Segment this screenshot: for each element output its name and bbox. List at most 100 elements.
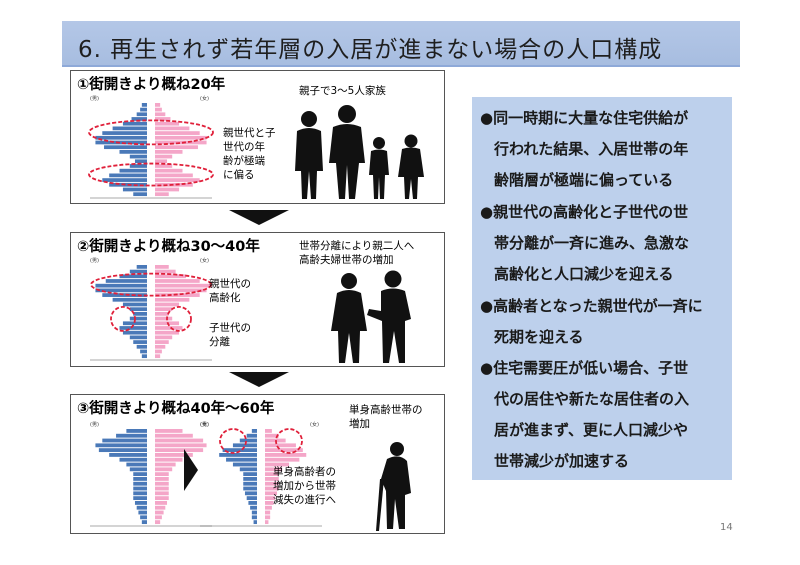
female-bar <box>155 501 168 505</box>
panel-1-caption: 親子で3～5人家族 <box>299 85 386 97</box>
male-bar <box>122 330 147 335</box>
male-bar <box>243 486 257 491</box>
female-bar <box>155 448 204 453</box>
female-bar <box>155 340 169 344</box>
note-line: 減失の進行へ <box>273 494 336 506</box>
male-bar <box>226 457 257 462</box>
female-bar <box>155 515 162 520</box>
female-bar <box>155 117 171 121</box>
highlight-circle <box>219 428 247 454</box>
male-bar <box>95 288 147 293</box>
female-bar <box>265 477 279 481</box>
male-bar <box>122 121 147 126</box>
female-bar <box>155 491 169 496</box>
female-bar <box>155 164 173 168</box>
female-bar <box>155 335 173 340</box>
female-bar <box>155 330 180 335</box>
male-bar <box>243 481 257 486</box>
female-bar <box>265 448 303 453</box>
highlight-circle <box>90 272 212 297</box>
male-bar <box>134 501 147 505</box>
male-bar <box>122 321 147 326</box>
male-bar <box>102 438 147 443</box>
female-bar <box>155 173 193 178</box>
female-axis-label: (女) <box>200 257 209 264</box>
male-bar <box>95 135 147 140</box>
caption-line: 増加 <box>349 418 370 430</box>
note-line: 増加から世帯 <box>273 480 336 492</box>
male-bar <box>134 159 147 164</box>
female-bar <box>265 457 300 462</box>
panel-2-title: ②街開きより概ね30～40年 <box>77 239 260 255</box>
female-bar <box>155 496 169 501</box>
male-bar <box>131 117 147 121</box>
male-bar <box>239 467 257 472</box>
caption-line: 高齢夫婦世帯の増加 <box>299 254 394 266</box>
panel-3-caption: 単身高齢世帯の 増加 <box>349 403 423 431</box>
female-bar <box>155 349 162 354</box>
male-bar <box>112 126 147 131</box>
bullet-line: 代の居住や新たな居住者の入 <box>494 390 690 408</box>
male-bar <box>102 131 147 135</box>
female-bar <box>155 297 190 302</box>
female-axis-label: (女) <box>310 421 319 428</box>
female-bar <box>155 462 176 467</box>
bullet-line: 高齢化と人口減少を迎える <box>494 265 674 283</box>
title-bar: 6. 再生されず若年層の入居が進まない場合の人口構成 <box>62 21 740 67</box>
panel-2: ②街開きより概ね30～40年 (男)(女) 親世代の 高齢化 子世代の 分離 世… <box>70 232 445 367</box>
female-bar <box>155 344 166 349</box>
female-bar <box>265 491 278 496</box>
female-bar <box>155 159 168 164</box>
female-bar <box>155 112 166 117</box>
caption-line: 単身高齢世帯の <box>349 404 423 416</box>
female-bar <box>265 510 271 515</box>
female-bar <box>155 288 207 293</box>
male-bar <box>119 274 147 279</box>
male-bar <box>133 192 147 197</box>
right-arrow-icon <box>184 449 198 491</box>
highlight-circle <box>88 119 214 146</box>
male-bar <box>129 335 147 340</box>
note-line: 高齢化 <box>209 292 241 304</box>
male-bar <box>133 312 147 316</box>
male-bar <box>95 443 147 448</box>
male-bar <box>246 496 257 501</box>
highlight-circle <box>88 162 214 187</box>
male-axis-label: (男) <box>90 422 99 428</box>
female-bar <box>155 510 164 515</box>
female-bar <box>155 326 183 330</box>
female-bar <box>155 481 169 486</box>
female-bar <box>155 279 200 283</box>
male-bar <box>129 467 147 472</box>
population-pyramid-3a: (男)(女) <box>90 421 212 527</box>
panel-1-title: ①街開きより概ね20年 <box>77 77 226 93</box>
male-bar <box>243 477 257 481</box>
female-bar <box>155 438 204 443</box>
female-bar <box>155 150 183 154</box>
female-bar <box>155 140 207 145</box>
female-bar <box>265 520 269 525</box>
male-bar <box>140 107 147 112</box>
female-bar <box>155 429 183 433</box>
male-bar <box>141 354 147 359</box>
male-bar <box>102 293 147 297</box>
male-bar <box>119 457 147 462</box>
note-line: 単身高齢者の <box>273 466 336 478</box>
population-pyramid-3b: (男)(女) <box>200 421 322 527</box>
family-silhouette-icon <box>295 105 424 199</box>
female-bar <box>155 168 183 173</box>
panel-2-note-2: 子世代の 分離 <box>209 321 251 349</box>
male-bar <box>119 168 147 173</box>
female-bar <box>265 472 279 477</box>
male-bar <box>136 344 147 349</box>
male-bar <box>126 462 147 467</box>
female-bar <box>155 135 207 140</box>
male-bar <box>129 316 147 321</box>
male-bar <box>140 515 147 520</box>
female-bar <box>155 505 166 510</box>
female-bar <box>265 481 279 486</box>
female-bar <box>155 192 169 197</box>
male-bar <box>129 154 147 159</box>
male-axis-label: (男) <box>90 96 99 102</box>
female-bar <box>265 496 276 501</box>
